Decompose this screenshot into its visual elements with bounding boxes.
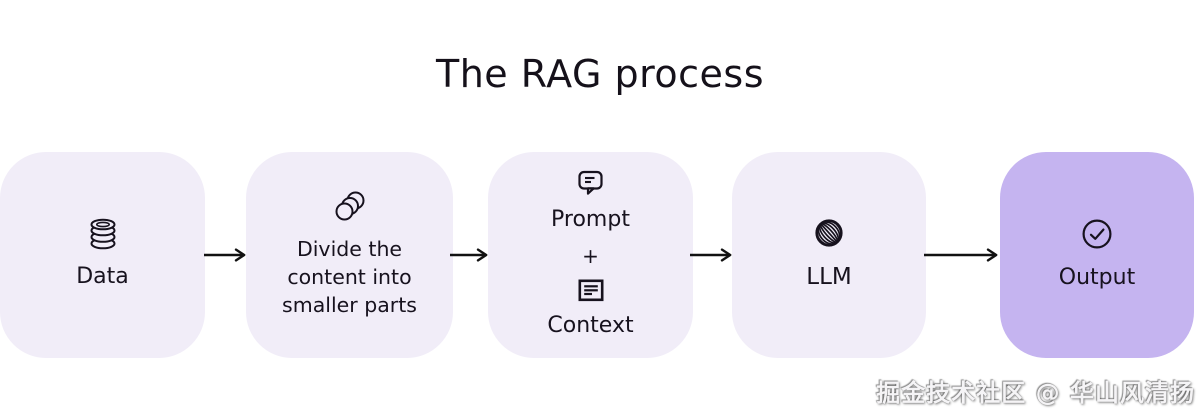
step-divide: Divide the content into smaller parts — [246, 152, 453, 358]
check-circle-icon — [1080, 217, 1114, 255]
step-label-llm: LLM — [806, 264, 852, 291]
step-label-prompt: Prompt — [551, 207, 630, 233]
step-llm: LLM — [732, 152, 926, 358]
chat-bubble-icon — [576, 169, 606, 201]
plus-connector: + — [582, 244, 599, 268]
document-icon — [577, 278, 605, 307]
database-icon — [89, 218, 117, 254]
page-title: The RAG process — [436, 52, 764, 96]
step-prompt-context: Prompt + Context — [488, 152, 693, 358]
sphere-icon — [813, 217, 845, 253]
step-label-data: Data — [76, 264, 129, 290]
slices-icon — [334, 190, 366, 226]
step-label-output: Output — [1058, 265, 1136, 291]
flow-arrow-2 — [449, 247, 491, 267]
flow-arrow-4 — [923, 247, 1001, 267]
watermark-text: 掘金技术社区 @ 华山风清扬 — [876, 379, 1195, 407]
flow-arrow-1 — [203, 247, 249, 267]
step-label-divide: Divide the content into smaller parts — [282, 237, 417, 317]
step-data: Data — [0, 152, 205, 358]
step-label-context: Context — [547, 313, 634, 338]
step-output: Output — [1000, 152, 1194, 358]
flow-arrow-3 — [689, 247, 735, 267]
